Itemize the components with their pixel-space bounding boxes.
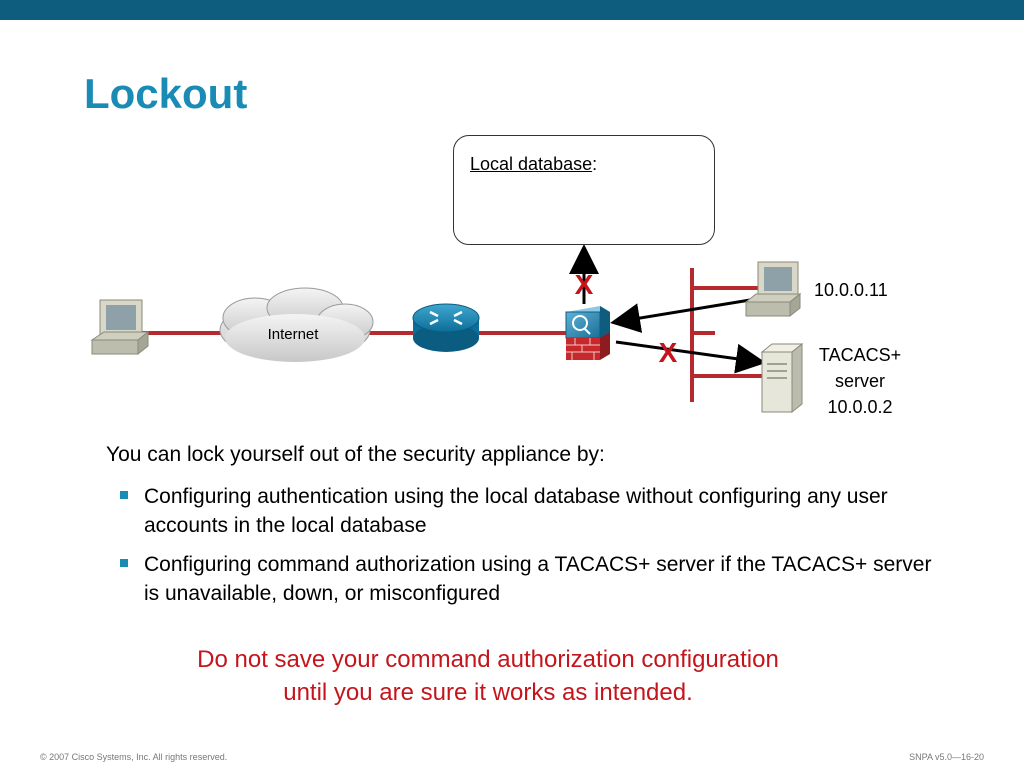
block-mark-server: X bbox=[659, 337, 678, 368]
bullet-text: Configuring command authorization using … bbox=[144, 553, 932, 605]
slide-title: Lockout bbox=[84, 70, 248, 117]
server-label-line-3: 10.0.0.2 bbox=[827, 397, 893, 417]
cloud-label: Internet bbox=[268, 326, 320, 343]
warning-text: Do not save your command authorization c… bbox=[0, 643, 976, 709]
server-icon bbox=[760, 342, 804, 414]
server-label: TACACS+ server 10.0.0.2 bbox=[805, 342, 915, 420]
bullet-item: Configuring command authorization using … bbox=[118, 550, 938, 608]
local-database-label-text: Local database bbox=[470, 154, 593, 174]
warning-line-1: Do not save your command authorization c… bbox=[197, 646, 779, 673]
pc-icon bbox=[744, 261, 802, 318]
top-banner bbox=[0, 0, 1024, 20]
block-mark-database: X bbox=[575, 269, 594, 300]
bullet-text: Configuring authentication using the loc… bbox=[144, 485, 888, 537]
bullet-square-icon bbox=[120, 559, 128, 567]
pc-ip-label: 10.0.0.11 bbox=[814, 280, 888, 300]
local-database-label: Local database: bbox=[470, 154, 597, 175]
local-database-label-suffix: : bbox=[592, 154, 598, 174]
bullet-list: Configuring authentication using the loc… bbox=[118, 482, 938, 618]
warning-line-2: until you are sure it works as intended. bbox=[283, 679, 693, 706]
footer-copyright: © 2007 Cisco Systems, Inc. All rights re… bbox=[40, 752, 228, 762]
intro-text: You can lock yourself out of the securit… bbox=[106, 443, 605, 466]
firewall-icon bbox=[565, 306, 610, 360]
cloud-icon bbox=[219, 287, 374, 362]
server-label-line-1: TACACS+ bbox=[818, 345, 902, 365]
footer-slide-id: SNPA v5.0—16-20 bbox=[909, 752, 984, 762]
arrow-from-pc bbox=[610, 298, 751, 333]
local-database-box: Local database: bbox=[453, 135, 715, 245]
pc-icon bbox=[90, 299, 150, 356]
bullet-square-icon bbox=[120, 491, 128, 499]
router-icon bbox=[412, 303, 480, 352]
server-label-line-2: server bbox=[834, 371, 885, 391]
arrow-to-server bbox=[615, 340, 766, 374]
bullet-item: Configuring authentication using the loc… bbox=[118, 482, 938, 540]
